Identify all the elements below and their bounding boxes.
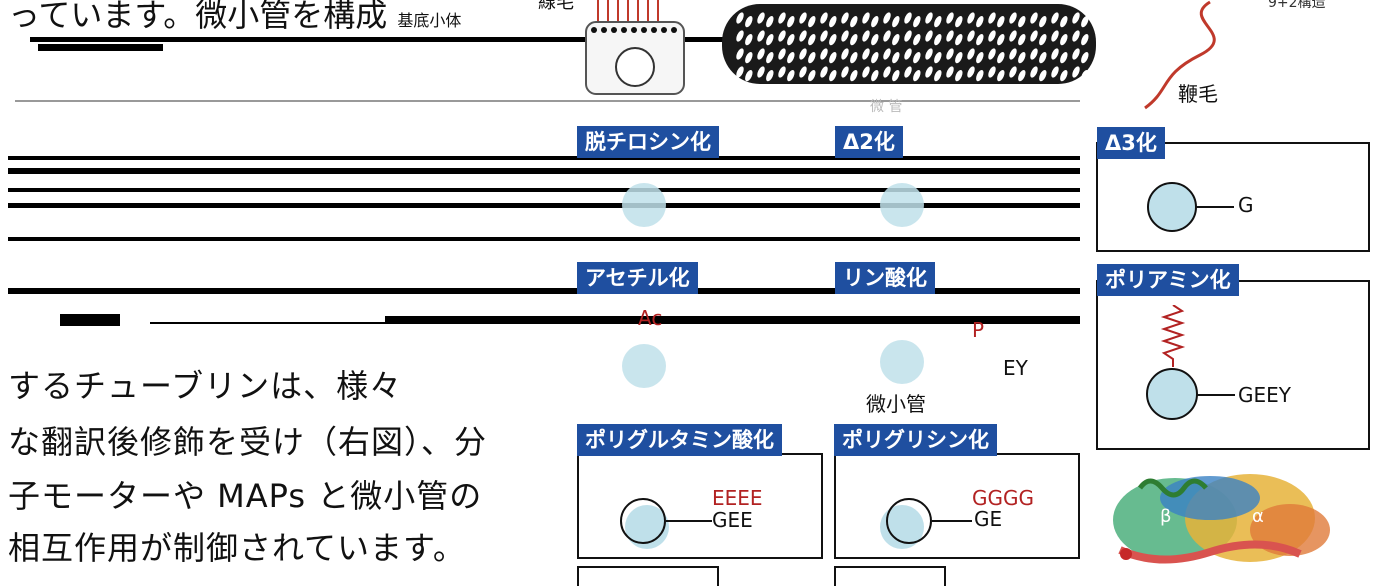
tubulin-faint-2 <box>622 344 666 388</box>
tag-phosphorylation: リン酸化 <box>835 262 935 294</box>
polyglu-branch-label: EEEE <box>712 486 763 510</box>
top-thin-line <box>15 100 1080 102</box>
polyamine-tail-label: GEEY <box>1238 383 1291 407</box>
tag-polyglutamylation: ポリグルタミン酸化 <box>577 424 782 456</box>
box-polyamination <box>1096 280 1370 450</box>
phospho-tail-label: EY <box>1003 356 1028 380</box>
box-polyglutamylation <box>577 453 823 559</box>
tag-delta3: Δ3化 <box>1097 127 1165 159</box>
polygly-lower-box <box>834 566 946 586</box>
beta-label: β <box>1160 506 1172 527</box>
top-right-small-label: 9+2構造 <box>1268 0 1326 11</box>
left-rule-3 <box>8 188 1080 192</box>
tubulin-faint-4 <box>880 340 924 384</box>
phospho-mark: P <box>972 318 985 342</box>
left-rule-2 <box>8 168 1080 174</box>
polygly-tubulin-ring <box>886 498 932 544</box>
body-line-3: 子モーターや MAPs と微小管の <box>8 477 483 515</box>
box-polyglycylation <box>834 453 1080 559</box>
box-delta3 <box>1096 142 1370 252</box>
polyamine-stem <box>1197 394 1235 396</box>
tag-polyamination: ポリアミン化 <box>1097 264 1239 296</box>
top-rule-short <box>38 44 163 51</box>
polyglu-tail-label: GEE <box>712 508 753 532</box>
microtubule-faint-label: 微 管 <box>870 99 903 115</box>
top-caption-text: っています。微小管を構成 <box>8 0 388 34</box>
delta3-tail-label: G <box>1238 193 1254 217</box>
left-rule-7 <box>60 314 120 326</box>
alpha-label: α <box>1252 506 1264 527</box>
polygly-stem <box>932 520 972 522</box>
top-rule <box>30 37 1060 42</box>
microtubule-helix <box>722 4 1096 84</box>
top-caption: っています。微小管を構成 基底小体 <box>8 0 461 36</box>
delta3-stem <box>1196 206 1234 208</box>
polyglu-stem <box>666 520 712 522</box>
flagellum-wave <box>1144 0 1216 110</box>
basal-body-diagram <box>585 0 685 95</box>
left-rule-5 <box>8 237 1080 241</box>
polyglu-lower-box <box>577 566 719 586</box>
tag-delta2: Δ2化 <box>835 126 903 158</box>
polyamine-tubulin <box>1146 368 1198 420</box>
body-line-4: 相互作用が制御されています。 <box>8 529 466 567</box>
polygly-tail-label: GE <box>974 507 1003 531</box>
tag-acetylation: アセチル化 <box>577 262 698 294</box>
body-line-1: するチューブリンは、様々 <box>8 367 403 405</box>
polygly-branch-label: GGGG <box>972 486 1034 510</box>
left-rule-1 <box>8 156 1080 160</box>
tubulin-faint-1 <box>622 183 666 227</box>
body-line-2: な翻訳後修飾を受け（右図）、分 <box>8 423 488 461</box>
cilia-label: 線毛 <box>538 0 574 13</box>
delta3-tubulin <box>1147 182 1197 232</box>
polyamine-zigzag <box>1160 305 1186 367</box>
tag-detyrosination: 脱チロシン化 <box>577 126 719 158</box>
microtubule-label: 微小管 <box>866 392 926 416</box>
acetyl-mark: Ac <box>638 306 663 330</box>
left-rule-6 <box>8 288 1080 294</box>
tubulin-dimer-structure <box>1113 474 1330 564</box>
left-rule-9 <box>150 322 1080 324</box>
left-rule-8 <box>385 316 1080 324</box>
tag-polyglycylation: ポリグリシン化 <box>834 424 997 456</box>
flagellum-label: 鞭毛 <box>1178 82 1218 106</box>
top-caption-small: 基底小体 <box>397 11 462 30</box>
tubulin-faint-3 <box>880 183 924 227</box>
polyglu-tubulin-ring <box>620 498 666 544</box>
left-rule-4 <box>8 203 1080 208</box>
